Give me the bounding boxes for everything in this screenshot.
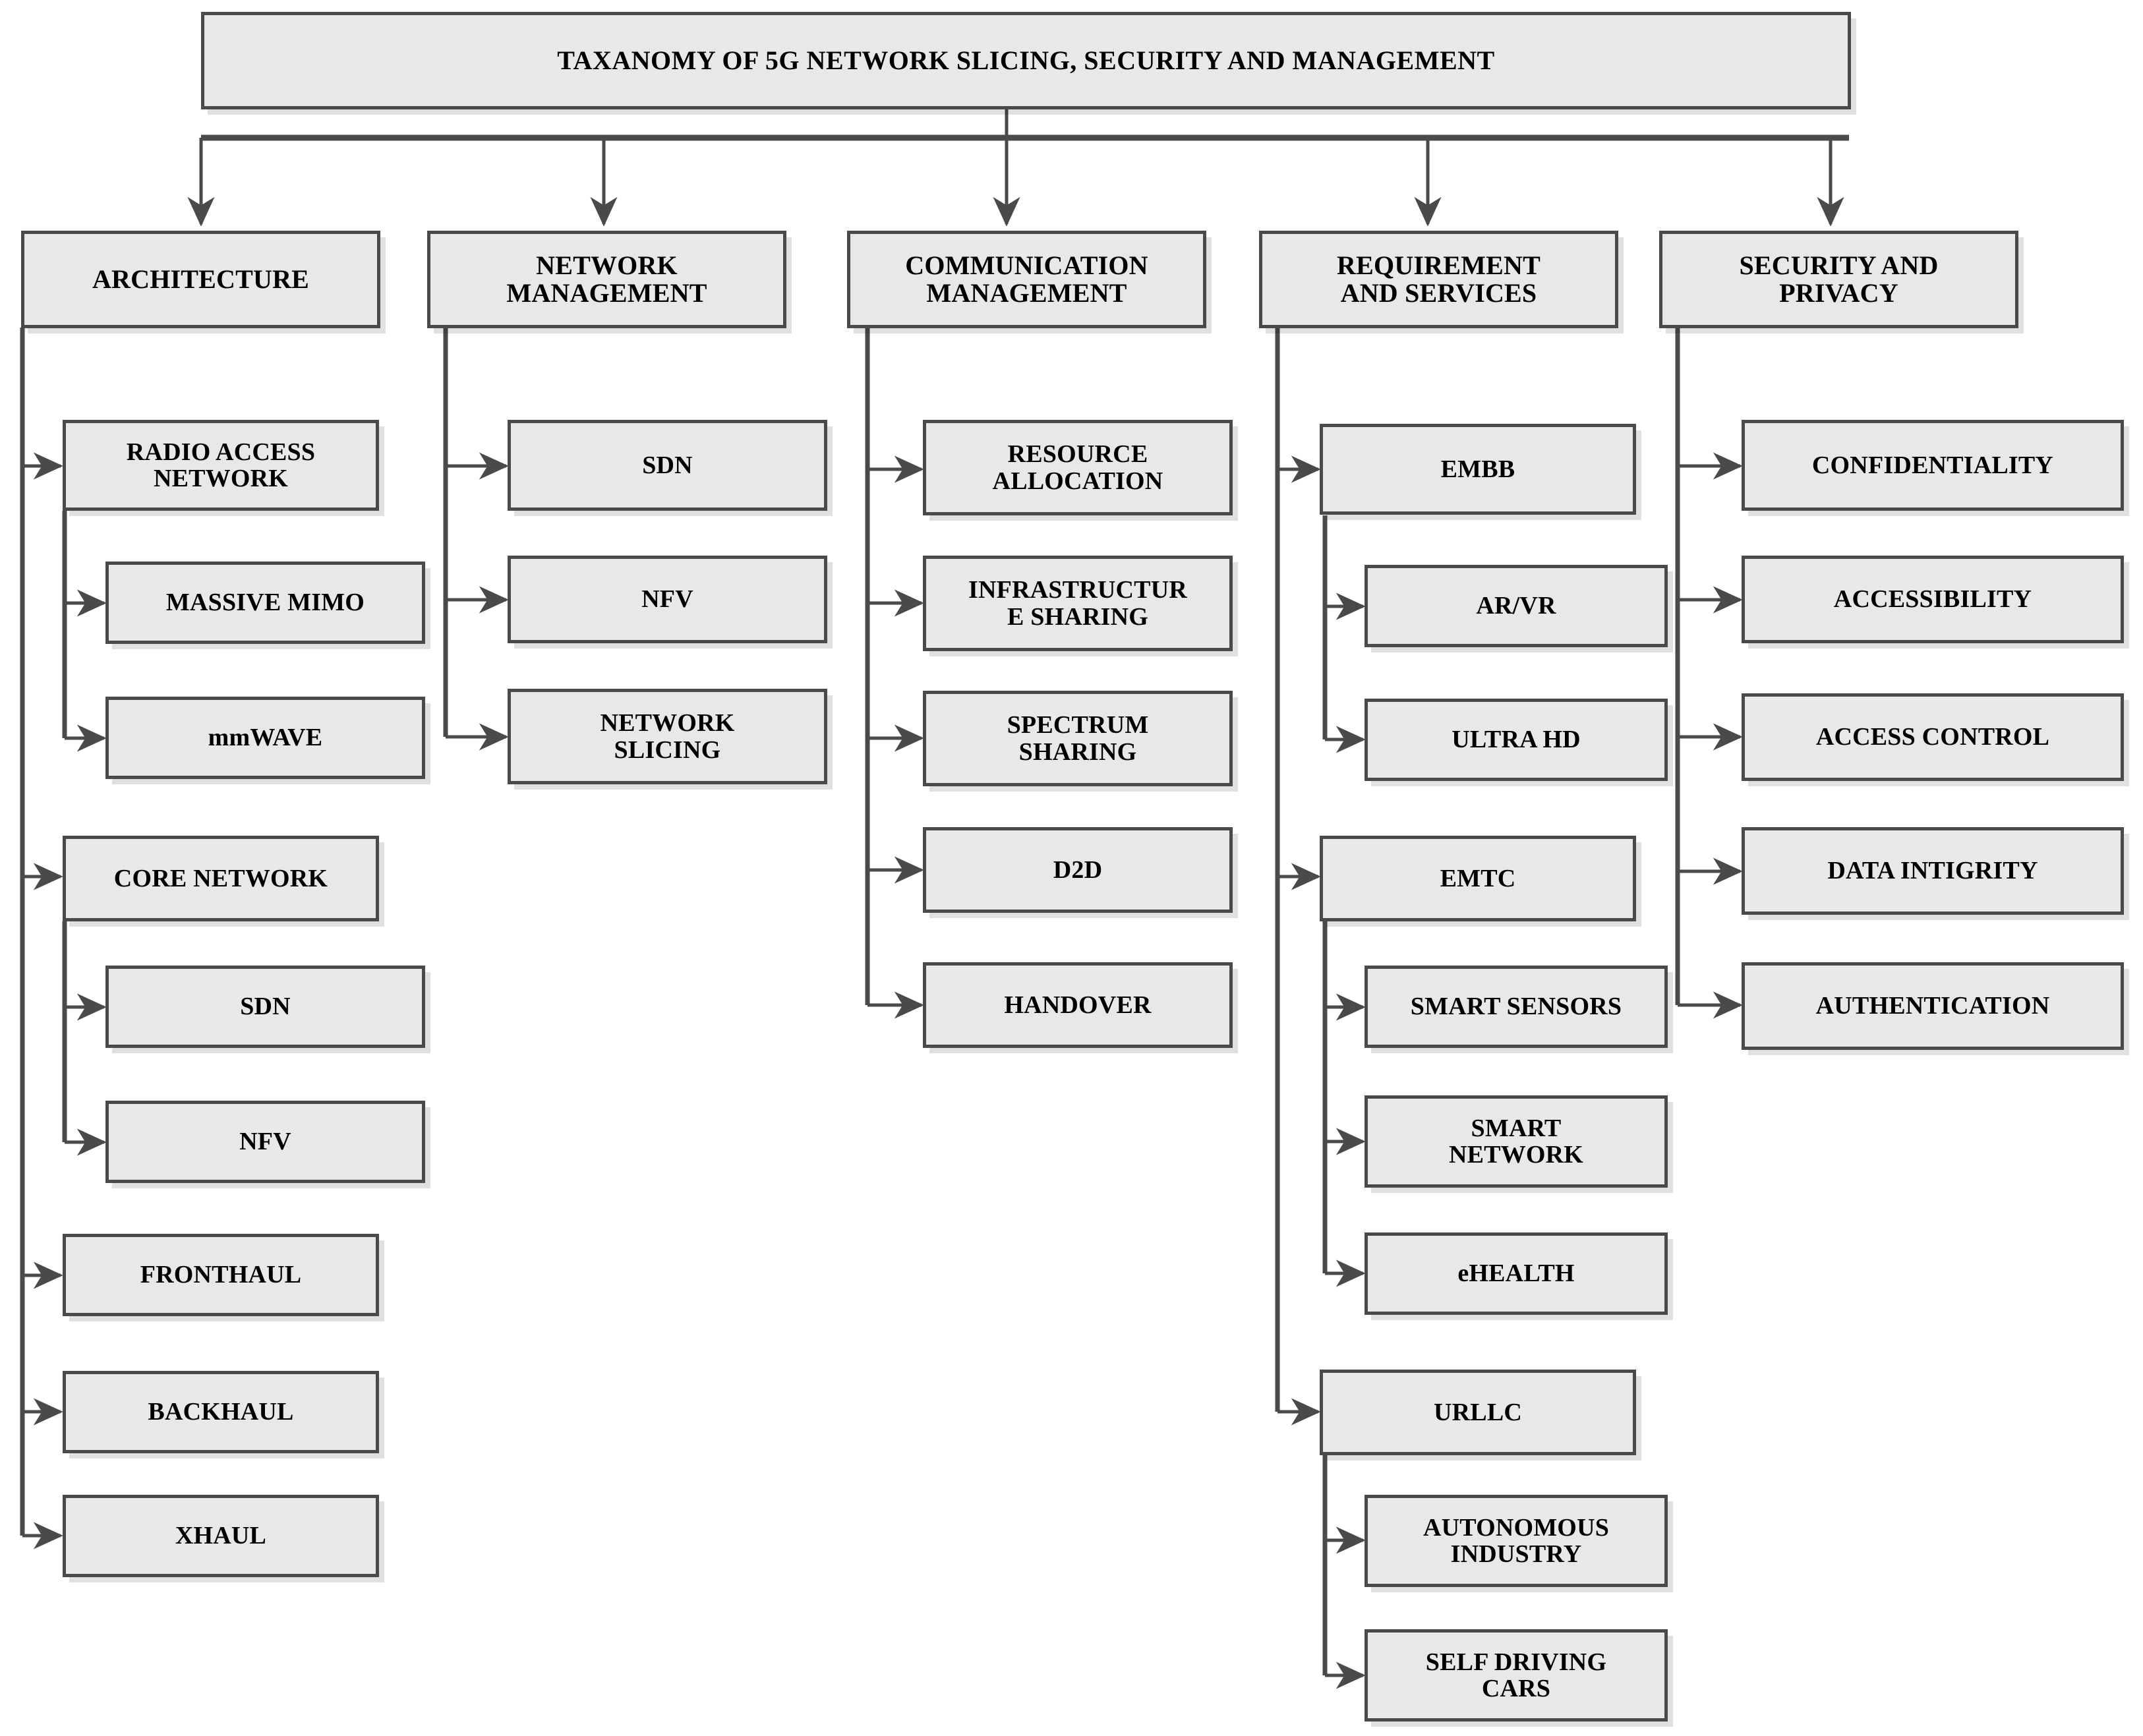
node-ultra-hd[interactable]: ULTRA HD: [1365, 699, 1668, 781]
node-core-network[interactable]: CORE NETWORK: [63, 836, 379, 921]
node-label: ULTRA HD: [1452, 726, 1581, 754]
node-label: XHAUL: [175, 1522, 267, 1550]
node-massive-mimo[interactable]: MASSIVE MIMO: [105, 562, 425, 644]
node-ehealth[interactable]: eHEALTH: [1365, 1232, 1668, 1315]
node-smart-network[interactable]: SMART NETWORK: [1365, 1095, 1668, 1188]
node-label: AUTONOMOUS INDUSTRY: [1423, 1513, 1610, 1568]
node-label: SECURITY AND PRIVACY: [1739, 250, 1939, 308]
node-communication-management[interactable]: COMMUNICATION MANAGEMENT: [847, 231, 1206, 328]
node-fronthaul[interactable]: FRONTHAUL: [63, 1234, 379, 1316]
node-label: NFV: [239, 1128, 291, 1156]
node-label: EMTC: [1440, 864, 1516, 892]
node-label: SMART NETWORK: [1448, 1114, 1584, 1169]
node-label: AUTHENTICATION: [1815, 992, 2050, 1020]
node-urllc[interactable]: URLLC: [1320, 1370, 1636, 1455]
node-label: URLLC: [1433, 1398, 1523, 1426]
node-root-title[interactable]: TAXANOMY OF 5G NETWORK SLICING, SECURITY…: [201, 12, 1851, 109]
node-data-intigrity[interactable]: DATA INTIGRITY: [1742, 827, 2124, 915]
node-network-management[interactable]: NETWORK MANAGEMENT: [427, 231, 786, 328]
node-core-nfv[interactable]: NFV: [105, 1101, 425, 1183]
node-label: COMMUNICATION MANAGEMENT: [905, 250, 1148, 308]
node-label: mmWAVE: [208, 724, 323, 752]
node-label: SDN: [240, 993, 291, 1021]
node-label: RADIO ACCESS NETWORK: [126, 438, 316, 492]
node-label: eHEALTH: [1457, 1259, 1575, 1288]
node-label: ACCESSIBILITY: [1833, 585, 2032, 614]
node-label: NETWORK SLICING: [600, 709, 735, 764]
node-label: SELF DRIVING CARS: [1425, 1648, 1607, 1702]
node-core-sdn[interactable]: SDN: [105, 966, 425, 1048]
node-self-driving-cars[interactable]: SELF DRIVING CARS: [1365, 1629, 1668, 1722]
node-label: D2D: [1053, 855, 1103, 884]
node-label: EMBB: [1440, 455, 1515, 483]
node-label: REQUIREMENT AND SERVICES: [1337, 250, 1541, 308]
node-security-and-privacy[interactable]: SECURITY AND PRIVACY: [1659, 231, 2018, 328]
node-requirement-and-services[interactable]: REQUIREMENT AND SERVICES: [1259, 231, 1618, 328]
node-smart-sensors[interactable]: SMART SENSORS: [1365, 966, 1668, 1048]
node-label: ARCHITECTURE: [92, 264, 310, 294]
node-architecture[interactable]: ARCHITECTURE: [21, 231, 380, 328]
node-label: DATA INTIGRITY: [1827, 857, 2038, 885]
node-emtc[interactable]: EMTC: [1320, 836, 1636, 921]
node-label: HANDOVER: [1004, 991, 1152, 1019]
node-netmgmt-nfv[interactable]: NFV: [508, 556, 827, 643]
node-d2d[interactable]: D2D: [923, 827, 1233, 913]
node-label: CONFIDENTIALITY: [1811, 451, 2054, 479]
node-label: NETWORK MANAGEMENT: [506, 250, 707, 308]
node-infrastructure-sharing[interactable]: INFRASTRUCTUR E SHARING: [923, 556, 1233, 651]
node-autonomous-industry[interactable]: AUTONOMOUS INDUSTRY: [1365, 1495, 1668, 1587]
node-label: FRONTHAUL: [140, 1261, 302, 1289]
node-label: RESOURCE ALLOCATION: [992, 440, 1163, 495]
node-radio-access-network[interactable]: RADIO ACCESS NETWORK: [63, 420, 379, 511]
node-backhaul[interactable]: BACKHAUL: [63, 1371, 379, 1453]
node-label: NFV: [641, 585, 693, 614]
node-accessibility[interactable]: ACCESSIBILITY: [1742, 556, 2124, 643]
node-resource-allocation[interactable]: RESOURCE ALLOCATION: [923, 420, 1233, 515]
node-label: CORE NETWORK: [113, 864, 328, 892]
node-spectrum-sharing[interactable]: SPECTRUM SHARING: [923, 691, 1233, 786]
node-label: TAXANOMY OF 5G NETWORK SLICING, SECURITY…: [557, 45, 1495, 75]
node-embb[interactable]: EMBB: [1320, 424, 1636, 515]
node-mmwave[interactable]: mmWAVE: [105, 697, 425, 779]
node-netmgmt-network-slicing[interactable]: NETWORK SLICING: [508, 689, 827, 784]
node-handover[interactable]: HANDOVER: [923, 962, 1233, 1048]
node-label: MASSIVE MIMO: [165, 589, 365, 617]
node-access-control[interactable]: ACCESS CONTROL: [1742, 693, 2124, 781]
node-confidentiality[interactable]: CONFIDENTIALITY: [1742, 420, 2124, 511]
node-label: SMART SENSORS: [1410, 993, 1622, 1021]
node-ar-vr[interactable]: AR/VR: [1365, 565, 1668, 647]
node-label: SPECTRUM SHARING: [1007, 711, 1149, 766]
node-label: SDN: [642, 451, 693, 479]
node-label: BACKHAUL: [148, 1398, 294, 1426]
node-label: ACCESS CONTROL: [1815, 723, 2050, 751]
node-netmgmt-sdn[interactable]: SDN: [508, 420, 827, 511]
node-label: INFRASTRUCTUR E SHARING: [968, 576, 1187, 631]
node-label: AR/VR: [1476, 592, 1556, 620]
node-authentication[interactable]: AUTHENTICATION: [1742, 962, 2124, 1050]
node-xhaul[interactable]: XHAUL: [63, 1495, 379, 1577]
